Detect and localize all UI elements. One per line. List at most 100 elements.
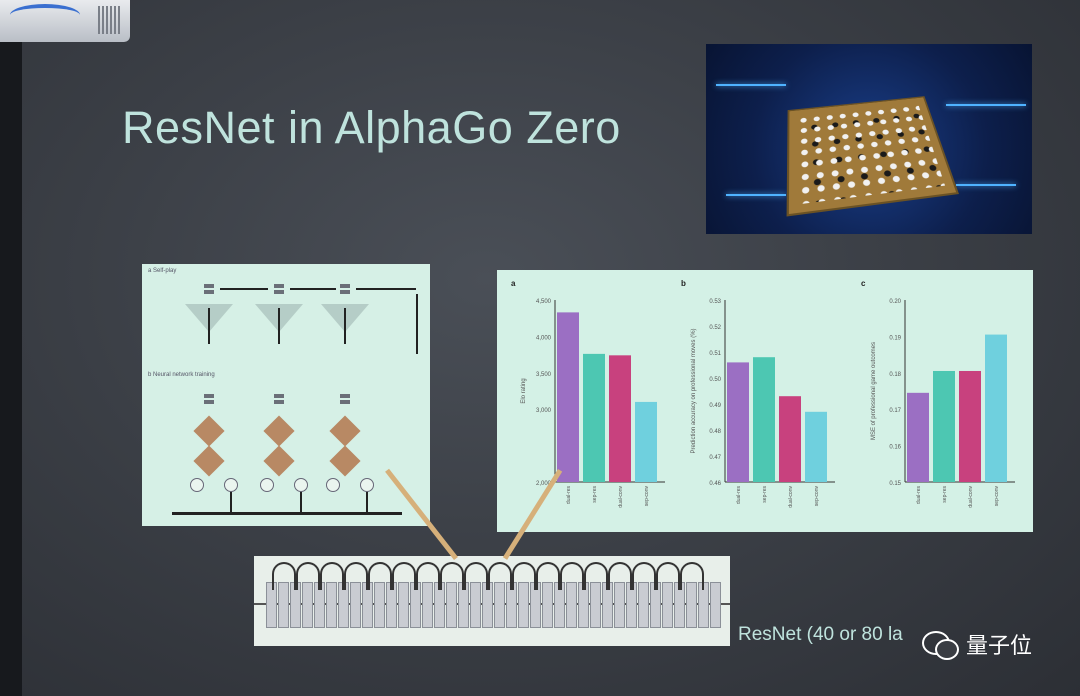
panel-label: a: [511, 279, 516, 288]
bar: [779, 396, 801, 482]
outcome-baseline: [172, 512, 402, 515]
network-layer: [193, 415, 225, 447]
skip-connection: [488, 562, 512, 590]
panel-label: b: [681, 279, 686, 288]
skip-connection: [464, 562, 488, 590]
state-node: [204, 284, 214, 288]
policy-output: [260, 478, 274, 492]
target-arrow: [366, 492, 368, 514]
skip-connection: [536, 562, 560, 590]
alphago-self-play-figure: a Self-play b Neural network training: [142, 264, 430, 526]
residual-layer: [710, 582, 721, 628]
state-node: [340, 400, 350, 404]
circuit-trace: [946, 104, 1026, 106]
y-tick-label: 4,000: [536, 335, 552, 341]
panel-label: c: [861, 279, 866, 288]
bar: [959, 370, 981, 482]
bar: [727, 362, 749, 482]
go-stones: [796, 103, 946, 205]
state-node: [274, 394, 284, 398]
cable: [10, 4, 80, 26]
state-node: [204, 400, 214, 404]
state-node: [340, 284, 350, 288]
bar: [583, 353, 605, 482]
skip-connection: [440, 562, 464, 590]
x-tick-label: dual-res: [566, 486, 572, 505]
x-tick-label: sep-res: [592, 486, 598, 503]
value-output: [294, 478, 308, 492]
bar: [753, 357, 775, 482]
hardware-device: [0, 0, 130, 42]
value-output: [360, 478, 374, 492]
bar: [907, 392, 929, 482]
y-tick-label: 0.19: [889, 335, 901, 341]
skip-connection: [584, 562, 608, 590]
resnet-diagram: [254, 556, 730, 646]
skip-connection: [512, 562, 536, 590]
x-tick-label: dual-conv: [968, 486, 974, 508]
y-tick-label: 0.50: [709, 377, 721, 383]
network-layer: [263, 445, 295, 477]
y-tick-label: 0.16: [889, 445, 901, 451]
y-tick-label: 0.48: [709, 429, 721, 435]
bar: [985, 334, 1007, 482]
y-tick-label: 0.20: [889, 299, 901, 305]
y-axis-label: Elo rating: [521, 378, 527, 403]
circuit-trace: [716, 84, 786, 86]
skip-connection: [272, 562, 296, 590]
y-axis-label: MSE of professional game outcomes: [871, 342, 877, 440]
y-tick-label: 0.15: [889, 481, 901, 487]
y-tick-label: 3,000: [536, 408, 552, 414]
x-tick-label: dual-res: [916, 486, 922, 505]
left-screen-edge: [0, 0, 22, 696]
skip-connection: [392, 562, 416, 590]
policy-output: [326, 478, 340, 492]
state-node: [340, 394, 350, 398]
network-layer: [329, 415, 361, 447]
skip-connection: [320, 562, 344, 590]
bar: [557, 312, 579, 482]
residual-layer: [266, 582, 277, 628]
target-arrow: [300, 492, 302, 514]
transition-arrow: [220, 288, 268, 290]
transition-arrow: [356, 288, 416, 290]
panel-b-label: b Neural network training: [148, 372, 215, 378]
state-node: [204, 290, 214, 294]
x-tick-label: dual-conv: [618, 486, 624, 508]
skip-connection: [632, 562, 656, 590]
y-tick-label: 0.17: [889, 408, 901, 414]
y-tick-label: 2,000: [536, 481, 552, 487]
x-tick-label: dual-res: [736, 486, 742, 505]
bar: [635, 401, 657, 482]
state-node: [204, 394, 214, 398]
y-tick-label: 0.53: [709, 299, 721, 305]
y-tick-label: 0.46: [709, 481, 721, 487]
x-tick-label: sep-res: [942, 486, 948, 503]
x-tick-label: dual-conv: [788, 486, 794, 508]
y-tick-label: 0.18: [889, 372, 901, 378]
skip-connection: [416, 562, 440, 590]
y-tick-label: 3,500: [536, 372, 552, 378]
y-axis-label: Prediction accuracy on professional move…: [691, 328, 697, 453]
go-board-chip-image: [706, 44, 1032, 234]
skip-connection: [368, 562, 392, 590]
skip-connection: [680, 562, 704, 590]
y-tick-label: 0.51: [709, 351, 721, 357]
state-node: [274, 284, 284, 288]
bar: [933, 370, 955, 482]
slide-title: ResNet in AlphaGo Zero: [122, 102, 621, 153]
x-tick-label: sep-conv: [994, 486, 1000, 507]
resnet-caption: ResNet (40 or 80 la: [738, 624, 903, 645]
network-layer: [329, 445, 361, 477]
transition-arrow: [290, 288, 336, 290]
skip-connection: [344, 562, 368, 590]
y-tick-label: 0.47: [709, 455, 721, 461]
go-board: [786, 96, 959, 217]
network-layer: [263, 415, 295, 447]
outcome-arrow: [416, 294, 418, 354]
panel-a-label: a Self-play: [148, 268, 177, 274]
state-node: [340, 290, 350, 294]
watermark-text: 量子位: [966, 633, 1033, 658]
state-node: [274, 290, 284, 294]
state-node: [274, 400, 284, 404]
